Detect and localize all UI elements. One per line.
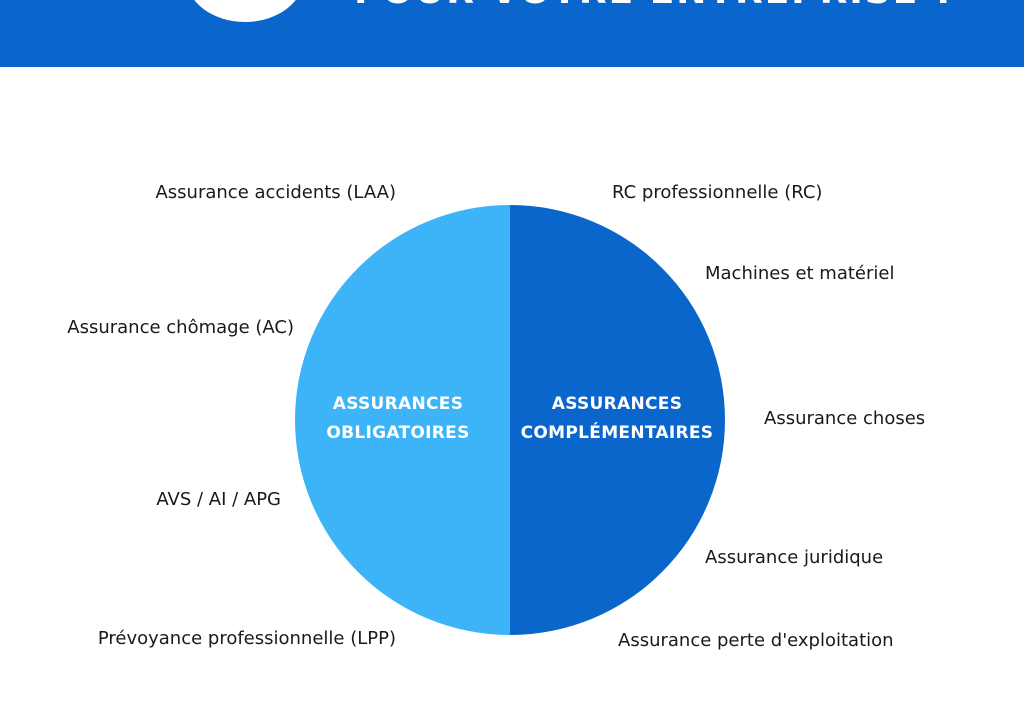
complementary-item-rc: RC professionnelle (RC): [612, 182, 823, 203]
complementary-label-line1: ASSURANCES: [551, 394, 683, 414]
mandatory-item-laa: Assurance accidents (LAA): [155, 182, 396, 203]
complementary-item-machines: Machines et matériel: [705, 263, 895, 284]
mandatory-item-ac: Assurance chômage (AC): [67, 317, 294, 338]
complementary-insurance-half: [510, 205, 725, 635]
complementary-label-line2: COMPLÉMENTAIRES: [520, 423, 714, 443]
complementary-item-perte-exploitation: Assurance perte d'exploitation: [618, 630, 894, 651]
complementary-item-juridique: Assurance juridique: [705, 547, 884, 568]
mandatory-label-line1: ASSURANCES: [332, 394, 464, 414]
header-title: POUR VOTRE ENTREPRISE ?: [354, 0, 957, 10]
complementary-item-choses: Assurance choses: [764, 408, 926, 429]
mandatory-item-lpp: Prévoyance professionnelle (LPP): [97, 628, 396, 649]
mandatory-insurance-label: ASSURANCES OBLIGATOIRES: [318, 390, 478, 448]
mandatory-insurance-half: [295, 205, 510, 635]
mandatory-label-line2: OBLIGATOIRES: [326, 423, 470, 443]
header-banner: POUR VOTRE ENTREPRISE ?: [0, 0, 1024, 67]
mandatory-item-avs-ai-apg: AVS / AI / APG: [156, 489, 281, 510]
complementary-insurance-label: ASSURANCES COMPLÉMENTAIRES: [512, 390, 722, 448]
